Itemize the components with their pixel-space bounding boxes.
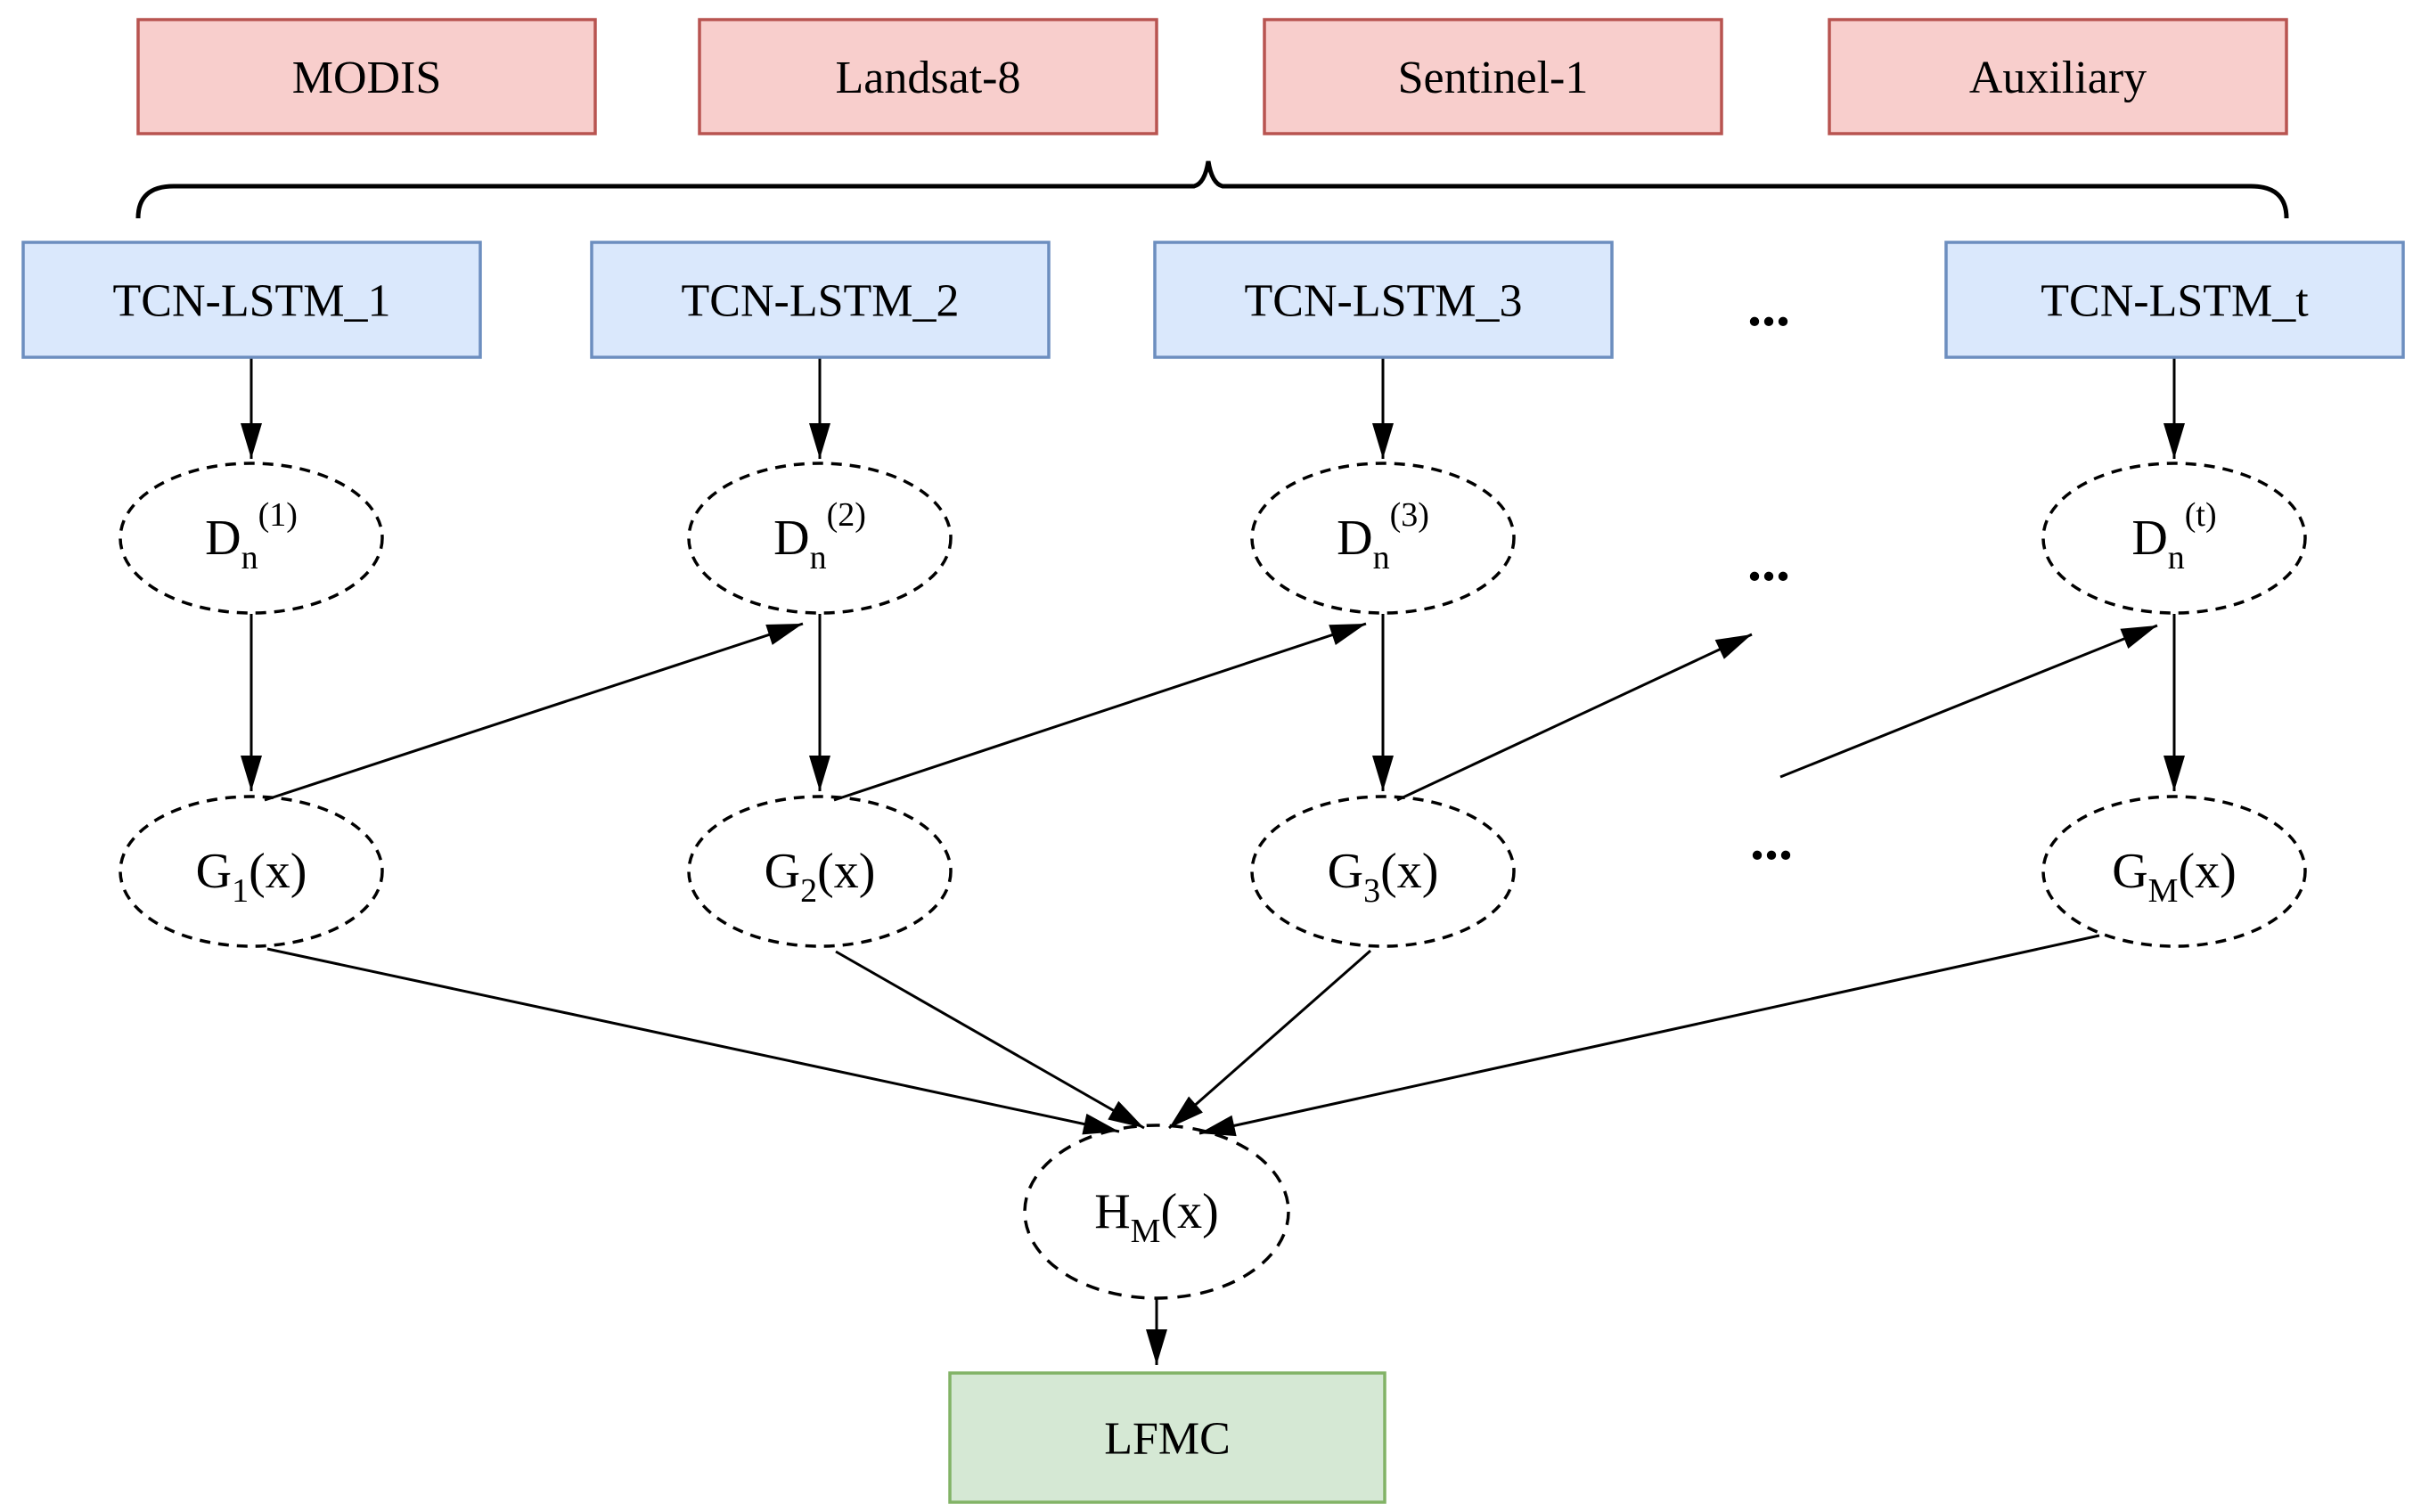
label-base: G bbox=[2112, 844, 2147, 899]
output-box-rect bbox=[948, 1371, 1386, 1504]
model-box-label: TCN-LSTM_t bbox=[2041, 276, 2309, 327]
label-base: G bbox=[765, 844, 800, 899]
model-box-label: TCN-LSTM_1 bbox=[113, 276, 391, 327]
label-base: D bbox=[1337, 511, 1372, 566]
source-box-rect bbox=[1828, 18, 2288, 135]
edge-gm-to-hm bbox=[1198, 934, 2100, 1137]
node-d-t: Dn(t) bbox=[2041, 462, 2307, 615]
node-label: Dn(3) bbox=[1337, 496, 1429, 576]
output-box-label: LFMC bbox=[1104, 1414, 1231, 1465]
node-d-1: Dn(1) bbox=[119, 462, 384, 615]
label-base: H bbox=[1094, 1184, 1130, 1239]
label-subscript: 3 bbox=[1363, 872, 1380, 910]
label-tail: (t) bbox=[2185, 496, 2217, 534]
node-label: Dn(2) bbox=[773, 496, 866, 576]
label-subscript: M bbox=[2148, 872, 2179, 910]
label-subscript: M bbox=[1131, 1213, 1161, 1250]
label-tail: (3) bbox=[1390, 496, 1429, 534]
edge-g3-to-ellipsis bbox=[1396, 633, 1753, 802]
source-box-label: Landsat-8 bbox=[836, 53, 1021, 103]
source-box-sentinel1: Sentinel-1 bbox=[1263, 18, 1723, 135]
node-g-1: G1(x) bbox=[119, 795, 384, 948]
source-box-rect bbox=[698, 18, 1158, 135]
label-base: D bbox=[205, 511, 241, 566]
label-base: G bbox=[1328, 844, 1363, 899]
node-label: G3(x) bbox=[1328, 844, 1439, 910]
node-ellipse bbox=[687, 462, 953, 615]
model-box-tcn-lstm-2: TCN-LSTM_2 bbox=[590, 241, 1051, 359]
model-box-rect bbox=[590, 241, 1051, 359]
label-base: D bbox=[773, 511, 809, 566]
node-g-3: G3(x) bbox=[1250, 795, 1516, 948]
node-ellipse bbox=[2041, 462, 2307, 615]
model-box-tcn-lstm-1: TCN-LSTM_1 bbox=[21, 241, 482, 359]
model-box-tcn-lstm-t: TCN-LSTM_t bbox=[1944, 241, 2405, 359]
label-tail: (x) bbox=[817, 844, 875, 899]
node-label: GM(x) bbox=[2112, 844, 2237, 910]
label-tail: (1) bbox=[258, 496, 298, 534]
node-ellipse bbox=[2041, 795, 2307, 948]
model-box-rect bbox=[21, 241, 482, 359]
edge-g1-to-hm bbox=[266, 947, 1120, 1135]
model-box-tcn-lstm-3: TCN-LSTM_3 bbox=[1153, 241, 1614, 359]
label-subscript: n bbox=[1373, 539, 1390, 576]
source-box-modis: MODIS bbox=[136, 18, 597, 135]
label-tail: (x) bbox=[1380, 844, 1438, 899]
source-box-label: Auxiliary bbox=[1969, 53, 2147, 103]
node-d-3: Dn(3) bbox=[1250, 462, 1516, 615]
node-label: HM(x) bbox=[1094, 1184, 1219, 1250]
source-box-rect bbox=[1263, 18, 1723, 135]
source-box-rect bbox=[136, 18, 597, 135]
ellipsis-tcn-row: ... bbox=[1747, 274, 1790, 338]
label-tail: (2) bbox=[827, 496, 866, 534]
node-label: G2(x) bbox=[765, 844, 876, 910]
node-ellipse bbox=[119, 462, 384, 615]
node-g-m: GM(x) bbox=[2041, 795, 2307, 948]
label-subscript: 1 bbox=[232, 872, 249, 910]
source-box-auxiliary: Auxiliary bbox=[1828, 18, 2288, 135]
node-ellipse bbox=[1250, 795, 1516, 948]
source-box-label: MODIS bbox=[292, 53, 442, 103]
grouping-brace bbox=[135, 160, 2289, 219]
label-tail: (x) bbox=[2178, 844, 2236, 899]
node-ellipse bbox=[1023, 1124, 1290, 1300]
edge-g3-to-hm bbox=[1168, 949, 1371, 1130]
edge-ellipsis-to-dt bbox=[1779, 624, 2158, 779]
ellipsis-g-row: ... bbox=[1750, 808, 1793, 871]
label-tail: (x) bbox=[249, 844, 307, 899]
label-base: D bbox=[2131, 511, 2167, 566]
source-box-label: Sentinel-1 bbox=[1398, 53, 1589, 103]
model-box-rect bbox=[1153, 241, 1614, 359]
source-box-landsat8: Landsat-8 bbox=[698, 18, 1158, 135]
node-ellipse bbox=[1250, 462, 1516, 615]
model-box-rect bbox=[1944, 241, 2405, 359]
node-ellipse bbox=[119, 795, 384, 948]
label-subscript: 2 bbox=[800, 872, 817, 910]
edge-g2-to-hm bbox=[835, 950, 1145, 1130]
node-h-m: HM(x) bbox=[1023, 1124, 1290, 1300]
model-box-label: TCN-LSTM_3 bbox=[1245, 276, 1523, 327]
edge-g1-to-d2 bbox=[264, 622, 804, 802]
ellipsis-d-row: ... bbox=[1747, 529, 1790, 593]
label-tail: (x) bbox=[1160, 1184, 1218, 1239]
node-label: Dn(t) bbox=[2131, 496, 2216, 576]
node-d-2: Dn(2) bbox=[687, 462, 953, 615]
label-subscript: n bbox=[241, 539, 258, 576]
label-base: G bbox=[196, 844, 232, 899]
node-label: G1(x) bbox=[196, 844, 307, 910]
node-ellipse bbox=[687, 795, 953, 948]
model-box-label: TCN-LSTM_2 bbox=[682, 276, 960, 327]
edge-g2-to-d3 bbox=[833, 622, 1367, 802]
node-label: Dn(1) bbox=[205, 496, 298, 576]
label-subscript: n bbox=[2168, 539, 2185, 576]
label-subscript: n bbox=[810, 539, 827, 576]
output-box-lfmc: LFMC bbox=[948, 1371, 1386, 1504]
node-g-2: G2(x) bbox=[687, 795, 953, 948]
